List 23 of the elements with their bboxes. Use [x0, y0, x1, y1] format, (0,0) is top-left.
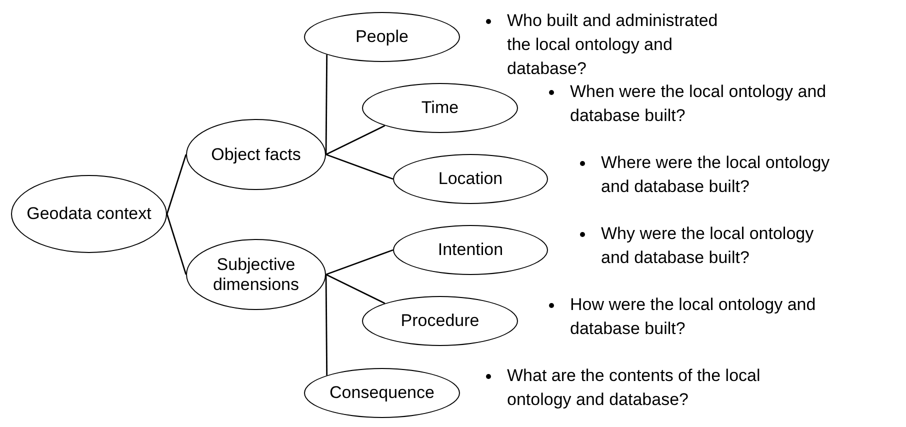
node-label: Object facts	[210, 144, 302, 164]
node-label: Time	[421, 98, 459, 118]
connector-line	[166, 214, 187, 275]
question-text: Who built and administrated the local ontology and database?	[507, 10, 719, 80]
question-text: Where were the local ontology and database built?	[601, 152, 831, 198]
connector-line	[326, 274, 386, 304]
node-label: Consequence	[330, 383, 434, 403]
node-label: Subjective dimensions	[212, 254, 300, 294]
node-label: People	[356, 27, 408, 47]
node-label: Procedure	[400, 311, 480, 331]
connector-line	[326, 125, 386, 156]
connector-line	[166, 154, 187, 214]
node-label: Intention	[438, 240, 504, 260]
question-text: How were the local ontology and database built?	[570, 294, 817, 340]
node-label: Location	[438, 169, 503, 189]
connector-line	[325, 54, 328, 154]
question-text: When were the local ontology and database built?	[570, 81, 828, 127]
node-label: Geodata context	[26, 203, 152, 225]
connector-line	[326, 249, 394, 276]
question-text: Why were the local ontology and database built?	[601, 223, 815, 269]
connector-line	[326, 154, 394, 180]
connector-line	[325, 274, 328, 376]
question-text: What are the contents of the local ontology and database?	[507, 365, 762, 411]
